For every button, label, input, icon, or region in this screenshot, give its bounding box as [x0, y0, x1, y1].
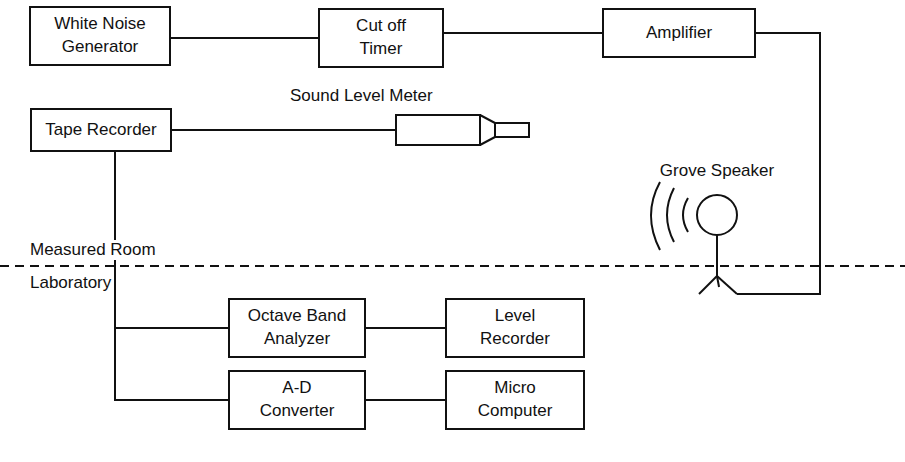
device-box: Micro Computer [445, 370, 585, 430]
speaker-outline [656, 160, 778, 300]
meter-outline [395, 114, 530, 146]
room-label: Laboratory [27, 273, 114, 293]
sound-wave [683, 198, 688, 232]
device-box: Level Recorder [445, 298, 585, 358]
node-title: Micro Computer [470, 377, 560, 423]
device-box: Tape Recorder [30, 108, 172, 152]
room-divider [0, 265, 905, 267]
microphone-symbol: Sound Level Meter [395, 114, 530, 146]
node-title: Sound Level Meter [290, 85, 433, 108]
signal-wire [172, 129, 395, 131]
signal-wire [171, 37, 318, 39]
device-box: Octave Band Analyzer [228, 298, 366, 358]
signal-wire [115, 152, 228, 400]
sound-wave [667, 188, 674, 242]
node-title: Cut off Timer [344, 15, 419, 61]
node-title: Tape Recorder [45, 119, 157, 142]
node-title: Grove Speaker [656, 160, 778, 183]
process-box: White Noise Generator [29, 6, 171, 66]
process-box: Cut off Timer [318, 8, 444, 68]
node-title: White Noise Generator [45, 13, 155, 59]
signal-wire [366, 399, 445, 401]
device-box: A-D Converter [228, 370, 366, 430]
node-title: Octave Band Analyzer [242, 305, 352, 351]
signal-wire [444, 32, 602, 34]
node-title: Amplifier [646, 22, 712, 45]
node-title: Level Recorder [470, 305, 560, 351]
node-title: A-D Converter [252, 377, 342, 423]
room-label: Measured Room [27, 240, 159, 260]
speaker-symbol: Grove Speaker [656, 160, 778, 300]
signal-wire [366, 327, 445, 329]
sound-wave [651, 182, 660, 250]
process-box: Amplifier [602, 8, 756, 58]
